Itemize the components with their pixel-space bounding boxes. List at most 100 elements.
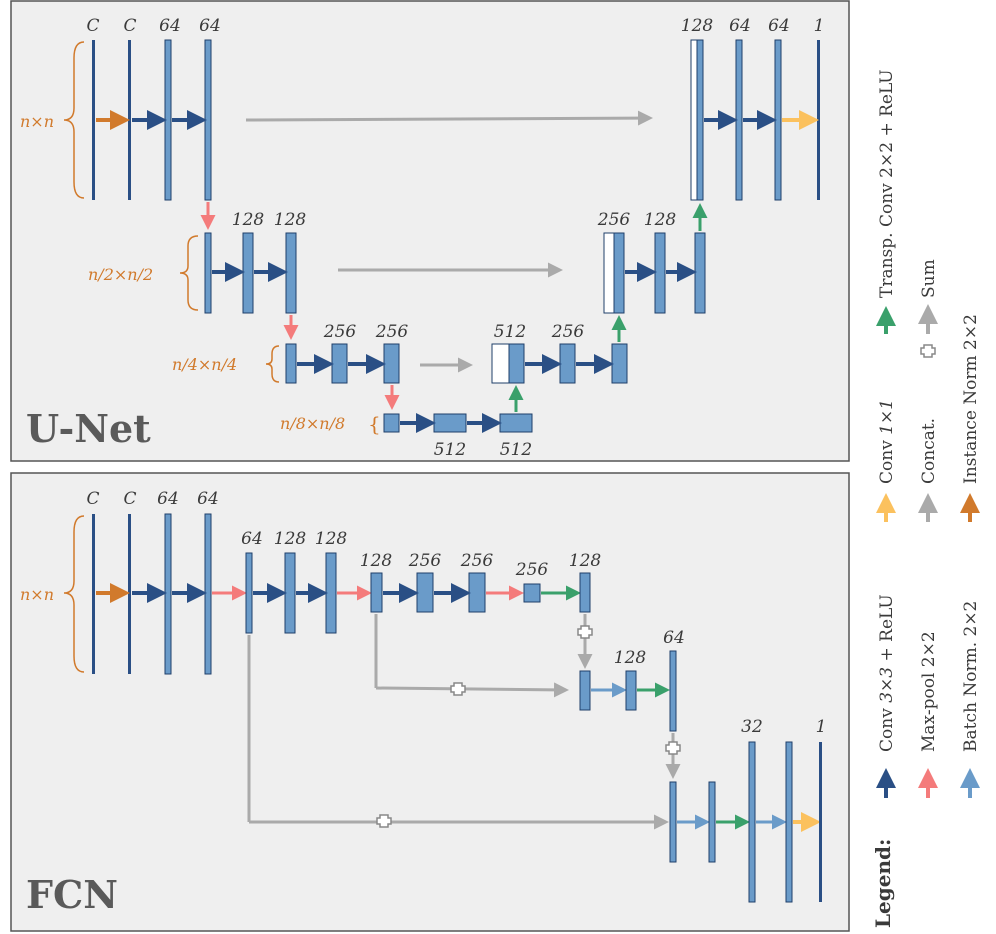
unet-block-u1a <box>654 232 666 314</box>
unet-block-l1-in <box>204 232 212 314</box>
fcn-block-l <box>579 670 591 711</box>
legend-conv1-label: Conv 1×1 <box>877 399 897 484</box>
fcn-block-h <box>416 572 434 613</box>
unet-brace-l0 <box>63 41 85 199</box>
unet-concat-block-u2 <box>491 343 510 384</box>
legend-inorm-label: Instance Norm 2×2 <box>961 314 981 484</box>
unet-block-u0a <box>735 39 743 201</box>
unet-output-channel <box>817 40 820 200</box>
fcn-sum-icon-2 <box>665 741 681 755</box>
unet-label-l3a: 512 <box>434 440 466 460</box>
fcn-block-o <box>748 741 756 903</box>
legend-conv-label: Conv 3×3 + ReLU <box>877 594 897 752</box>
fcn-block-q <box>669 781 677 863</box>
unet-concat-block-u0 <box>690 39 698 201</box>
unet-block-u2b <box>611 343 628 384</box>
unet-label-l2b: 256 <box>375 322 409 342</box>
unet-label-u1b: 128 <box>644 210 677 230</box>
fcn-label-f: 128 <box>315 529 348 549</box>
fcn-block-j <box>523 583 541 603</box>
fcn-block-b <box>204 513 212 675</box>
fcn-title: FCN <box>26 872 118 917</box>
unet-block-u2-in <box>508 343 525 384</box>
fcn-label-c1: C <box>86 489 99 509</box>
unet-label-u0b: 64 <box>729 16 751 36</box>
fcn-label-h: 256 <box>408 551 442 571</box>
unet-label-l1b: 128 <box>274 210 307 230</box>
unet-block-l3-in <box>383 413 400 433</box>
unet-block-l1a <box>242 232 254 314</box>
fcn-sum-icon-skip2 <box>376 814 392 828</box>
unet-res-l0: n×n <box>20 112 54 131</box>
fcn-block-d <box>245 552 253 634</box>
fcn-sum-icon-skip1 <box>450 682 466 696</box>
fcn-label-n: 64 <box>663 628 685 648</box>
legend-sum-label: Sum <box>919 259 939 298</box>
fcn-label-g: 128 <box>360 551 393 571</box>
unet-res-l3: n/8×n/8 <box>280 414 345 433</box>
fcn-label-j: 256 <box>515 560 549 580</box>
legend-concat-label: Concat. <box>919 418 939 484</box>
unet-block-u2a <box>559 343 576 384</box>
unet-concat-block-u1 <box>603 232 615 314</box>
unet-block-l0b <box>204 39 212 201</box>
fcn-block-r <box>708 781 716 863</box>
unet-block-l2-in <box>285 343 297 384</box>
unet-block-u1b <box>694 232 706 314</box>
unet-block-l3a <box>433 413 467 433</box>
fcn-block-s <box>785 741 793 903</box>
fcn-block-m <box>625 670 637 711</box>
unet-label-c2: C <box>123 16 136 36</box>
unet-inorm-channel <box>128 40 131 200</box>
unet-input-channel <box>92 40 95 200</box>
fcn-label-c2: C <box>123 489 136 509</box>
unet-label-l2a: 256 <box>323 322 357 342</box>
unet-block-l0a <box>164 39 172 201</box>
unet-label-u0d: 1 <box>814 16 825 36</box>
legend-heading: Legend: <box>871 839 895 928</box>
fcn-brace <box>63 515 85 673</box>
unet-block-u1-in <box>613 232 625 314</box>
fcn-label-b: 64 <box>197 489 219 509</box>
unet-res-l2: n/4×n/4 <box>172 355 237 374</box>
unet-label-u0c: 64 <box>768 16 790 36</box>
fcn-output-channel <box>819 742 822 902</box>
fcn-sum-icon-1 <box>577 625 593 639</box>
unet-brace-l3: { <box>368 412 381 436</box>
fcn-input-channel <box>92 514 95 674</box>
fcn-block-e <box>284 552 296 634</box>
unet-res-l1: n/2×n/2 <box>88 265 153 284</box>
unet-block-u0b <box>774 39 782 201</box>
unet-panel: n×n n/2×n/2 n/4×n/4 n/8×n/8 { C C 64 64 … <box>10 0 850 462</box>
unet-block-l3b <box>499 413 533 433</box>
fcn-label-i: 256 <box>460 551 494 571</box>
fcn-label-m: 128 <box>614 648 647 668</box>
unet-block-l2b <box>383 343 400 384</box>
fcn-label-k: 128 <box>569 551 602 571</box>
fcn-inorm-channel <box>128 514 131 674</box>
fcn-label-d: 64 <box>241 529 263 549</box>
legend: Legend: Conv 3×3 + ReLU Conv 1×1 Transp.… <box>871 69 981 928</box>
unet-block-u0-in <box>696 39 704 201</box>
unet-label-u0a: 128 <box>681 16 714 36</box>
fcn-label-e: 128 <box>274 529 307 549</box>
legend-tconv-label: Transp. Conv 2×2 + ReLU <box>877 69 897 298</box>
unet-concat-arrow-l0 <box>245 110 653 126</box>
fcn-block-n <box>669 650 677 732</box>
unet-block-l1b <box>285 232 297 314</box>
legend-bn-label: Batch Norm. 2×2 <box>961 601 981 752</box>
fcn-label-a: 64 <box>157 489 179 509</box>
unet-label-l0b: 64 <box>199 16 221 36</box>
unet-label-u1a: 256 <box>597 210 631 230</box>
fcn-block-a <box>164 513 172 675</box>
unet-label-c1: C <box>86 16 99 36</box>
sum-icon <box>920 344 936 358</box>
unet-label-l3b: 512 <box>500 440 532 460</box>
unet-block-l2a <box>331 343 348 384</box>
fcn-block-g <box>370 572 383 613</box>
legend-pool-label: Max-pool 2×2 <box>919 631 939 752</box>
fcn-res-l0: n×n <box>20 585 54 604</box>
unet-label-u2b: 256 <box>551 322 585 342</box>
fcn-block-k <box>579 572 591 613</box>
unet-brace-l1 <box>179 235 199 311</box>
